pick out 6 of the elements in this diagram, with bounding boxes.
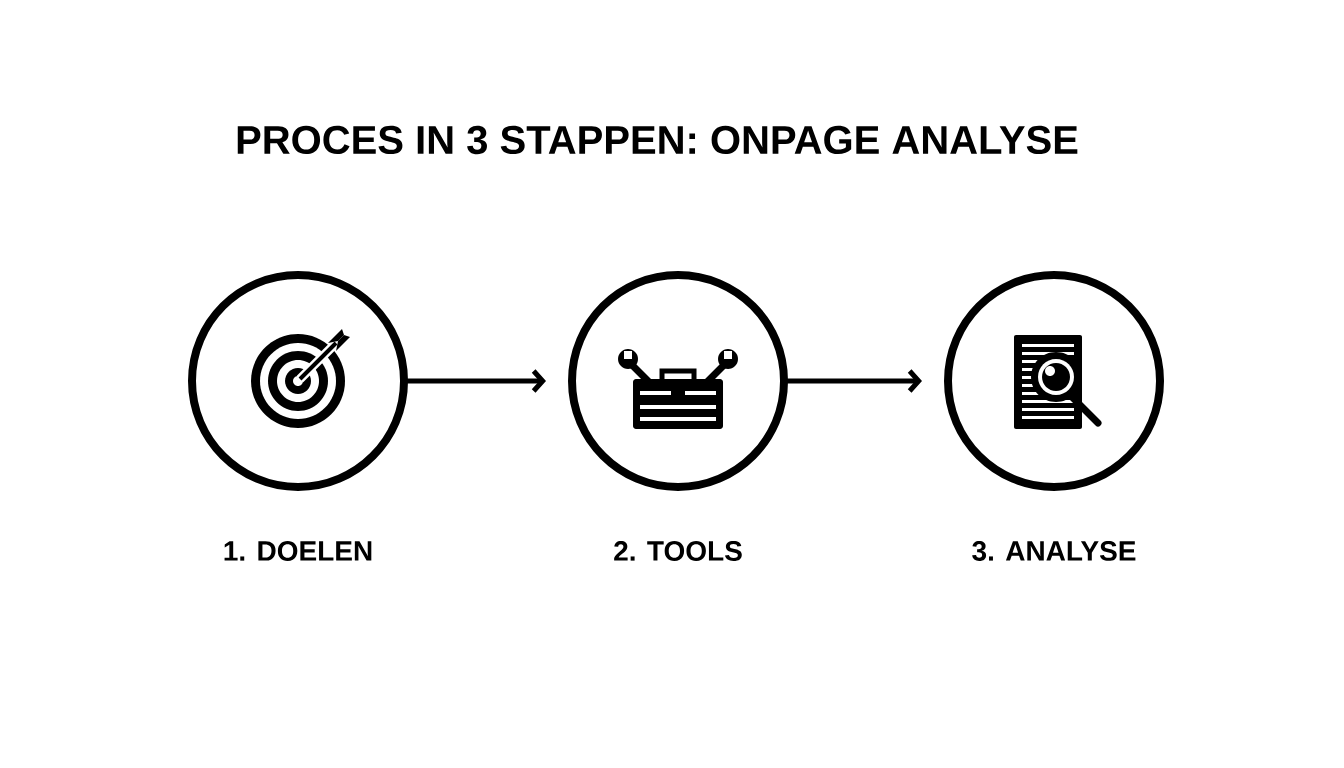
step-label: 1. DOELEN — [224, 541, 372, 561]
step-label: 3. ANALYSE — [972, 541, 1136, 561]
arrow — [405, 369, 546, 393]
step-label: 2. TOOLS — [614, 541, 742, 561]
arrow — [785, 369, 922, 393]
title: PROCES IN 3 STAPPEN: ONPAGE ANALYSE — [237, 125, 1078, 155]
